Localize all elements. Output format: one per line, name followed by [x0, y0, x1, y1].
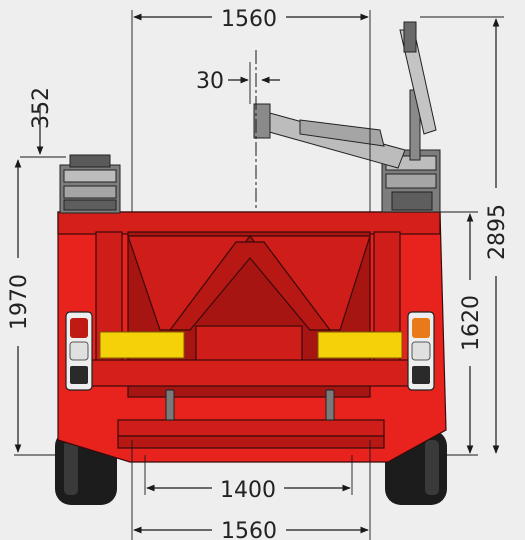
left-reflector — [99, 331, 185, 359]
dim-track-width: 1400 — [220, 478, 276, 503]
dim-left-height: 1970 — [7, 274, 32, 330]
dim-top-width: 1560 — [221, 7, 277, 32]
dim-bottom-width: 1560 — [221, 519, 277, 540]
left-tail-light — [65, 311, 93, 391]
dim-top-overhang: 352 — [29, 87, 54, 129]
dim-total-height: 2895 — [485, 204, 510, 260]
dim-offset: 30 — [196, 69, 224, 94]
crane-boom — [253, 21, 441, 213]
left-folded-unit — [59, 154, 121, 214]
dim-right-height: 1620 — [459, 295, 484, 351]
right-tail-light — [407, 311, 435, 391]
right-reflector — [317, 331, 403, 359]
suspension-hangers — [165, 389, 335, 421]
